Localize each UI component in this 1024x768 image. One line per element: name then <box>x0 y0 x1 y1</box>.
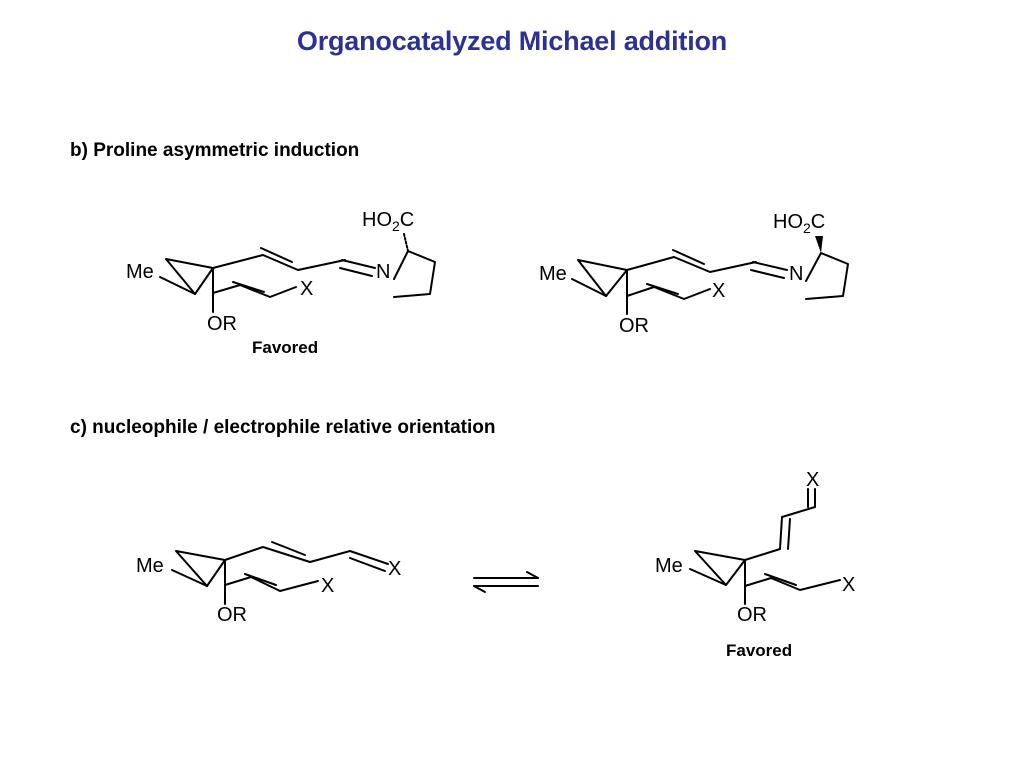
cyclohexene-ring-bonds <box>694 550 746 586</box>
equilibrium-arrows <box>473 571 539 593</box>
iminium-bond <box>752 261 788 271</box>
slide-title: Organocatalyzed Michael addition <box>296 26 728 56</box>
diene-backbone-bonds <box>605 269 711 300</box>
iminium-bond <box>341 259 376 269</box>
structure-b-right: Me OR X N HO2C <box>539 211 849 337</box>
vertical-chain-bonds <box>744 488 816 561</box>
me-label: Me <box>136 555 164 577</box>
diene-backbone-bonds <box>206 559 319 592</box>
forward-arrow-head <box>526 571 539 579</box>
me-bond <box>171 569 208 587</box>
ring-double-bond <box>646 283 679 295</box>
chain-double-bond <box>271 541 306 556</box>
iminium-double-bond <box>339 267 373 277</box>
carboxyl-subscript: 2 <box>392 218 400 234</box>
ring-double-bond <box>764 573 797 586</box>
structure-c-left: Me OR X X <box>136 541 401 626</box>
carboxyl-label: HO2C <box>362 209 414 234</box>
section-b-heading: b) Proline asymmetric induction <box>70 140 360 161</box>
me-label: Me <box>539 263 567 285</box>
carboxyl-ho: HO <box>773 211 803 233</box>
chain-double-bond <box>787 518 791 550</box>
cyclohexene-ring-bonds <box>165 254 346 295</box>
x-label-chain: X <box>806 469 819 491</box>
chain-double-bond <box>672 249 705 265</box>
x-label-chain: X <box>388 558 401 580</box>
me-bond <box>159 276 196 295</box>
or-label: OR <box>217 604 247 626</box>
x-label-ring: X <box>321 575 334 597</box>
hashed-wedge-bond <box>403 233 409 252</box>
x-label-ring: X <box>842 574 855 596</box>
or-label: OR <box>737 604 767 626</box>
ring-double-bond <box>244 573 277 586</box>
structure-c-right: Me OR X X <box>655 469 855 626</box>
carboxyl-ho: HO <box>362 209 392 231</box>
carboxyl-label: HO2C <box>773 211 825 236</box>
structure-b-left: Me OR X N HO2C <box>126 209 436 335</box>
iminium-double-bond <box>750 269 785 279</box>
section-c-heading: c) nucleophile / electrophile relative o… <box>70 417 496 438</box>
ring-double-bond <box>232 281 265 293</box>
diene-backbone-bonds <box>725 559 841 591</box>
bold-wedge-bond <box>815 236 823 253</box>
me-bond <box>571 278 607 297</box>
cyclohexene-ring-bonds <box>577 256 757 297</box>
nitrogen-label: N <box>789 263 803 285</box>
reverse-arrow-head <box>473 585 486 593</box>
section-b-favored-caption: Favored <box>252 338 319 357</box>
cyclohexene-ring-bonds <box>175 546 389 587</box>
x-label: X <box>300 278 313 300</box>
diene-backbone-bonds <box>194 267 297 298</box>
me-bond <box>689 568 727 586</box>
carboxyl-subscript: 2 <box>803 220 811 236</box>
nitrogen-label: N <box>376 261 390 283</box>
pyrrolidine-ring <box>393 250 436 298</box>
carboxyl-c: C <box>400 209 414 231</box>
or-label: OR <box>619 315 649 337</box>
carboxyl-c: C <box>811 211 825 233</box>
me-label: Me <box>655 555 683 577</box>
pyrrolidine-ring <box>805 252 849 300</box>
terminal-double-bond <box>349 557 386 572</box>
chain-double-bond <box>260 247 293 263</box>
or-label: OR <box>207 313 237 335</box>
x-label: X <box>712 280 725 302</box>
me-label: Me <box>126 261 154 283</box>
section-c-favored-caption: Favored <box>726 641 793 660</box>
